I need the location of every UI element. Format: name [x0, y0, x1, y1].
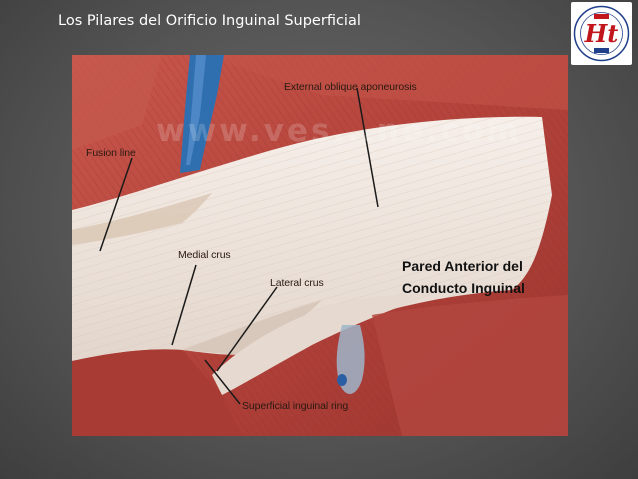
anatomy-drawing	[72, 55, 568, 436]
callout-line-2: Conducto Inguinal	[402, 280, 525, 296]
watermark-text: www.ves...ne.com	[156, 113, 522, 149]
label-superficial-ring: Superficial inguinal ring	[242, 400, 349, 412]
label-fusion-line: Fusion line	[86, 147, 136, 159]
logo-text: Ht	[584, 19, 619, 48]
anatomy-illustration: www.ves...ne.com External oblique aponeu…	[72, 55, 568, 436]
callout-line-1: Pared Anterior del	[402, 258, 523, 274]
slide-title: Los Pilares del Orificio Inguinal Superf…	[58, 13, 361, 29]
hospital-logo-icon: Ht	[571, 2, 632, 65]
label-lateral-crus: Lateral crus	[270, 277, 324, 289]
callout-anterior-wall: Pared Anterior del Conducto Inguinal	[402, 255, 525, 299]
label-external-oblique: External oblique aponeurosis	[284, 81, 417, 93]
label-medial-crus: Medial crus	[178, 249, 231, 261]
